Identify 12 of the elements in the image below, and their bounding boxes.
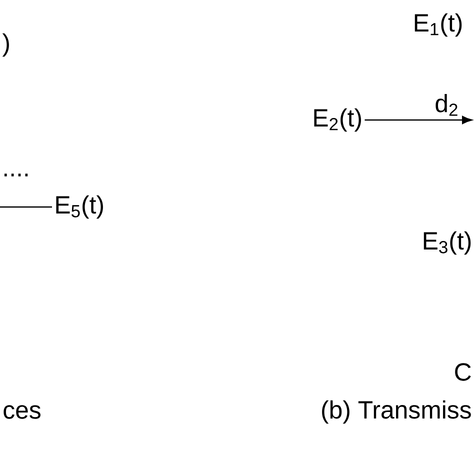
text-label: C <box>455 363 471 381</box>
text-label: ) <box>2 33 9 57</box>
text-label: .... <box>4 174 28 176</box>
edge-label: d$_{2}$ <box>436 94 458 116</box>
text-label: E$_{1}$(t) <box>414 13 462 37</box>
arrow <box>364 116 472 124</box>
signal-label: E$_{5}$(t) <box>56 195 103 219</box>
text-label: (b) Transmiss <box>322 400 471 424</box>
text-label: ces <box>4 405 40 419</box>
signal-label: E$_{2}$(t) <box>314 108 361 132</box>
line <box>0 206 52 208</box>
text-label: E$_{3}$(t) <box>424 231 471 255</box>
